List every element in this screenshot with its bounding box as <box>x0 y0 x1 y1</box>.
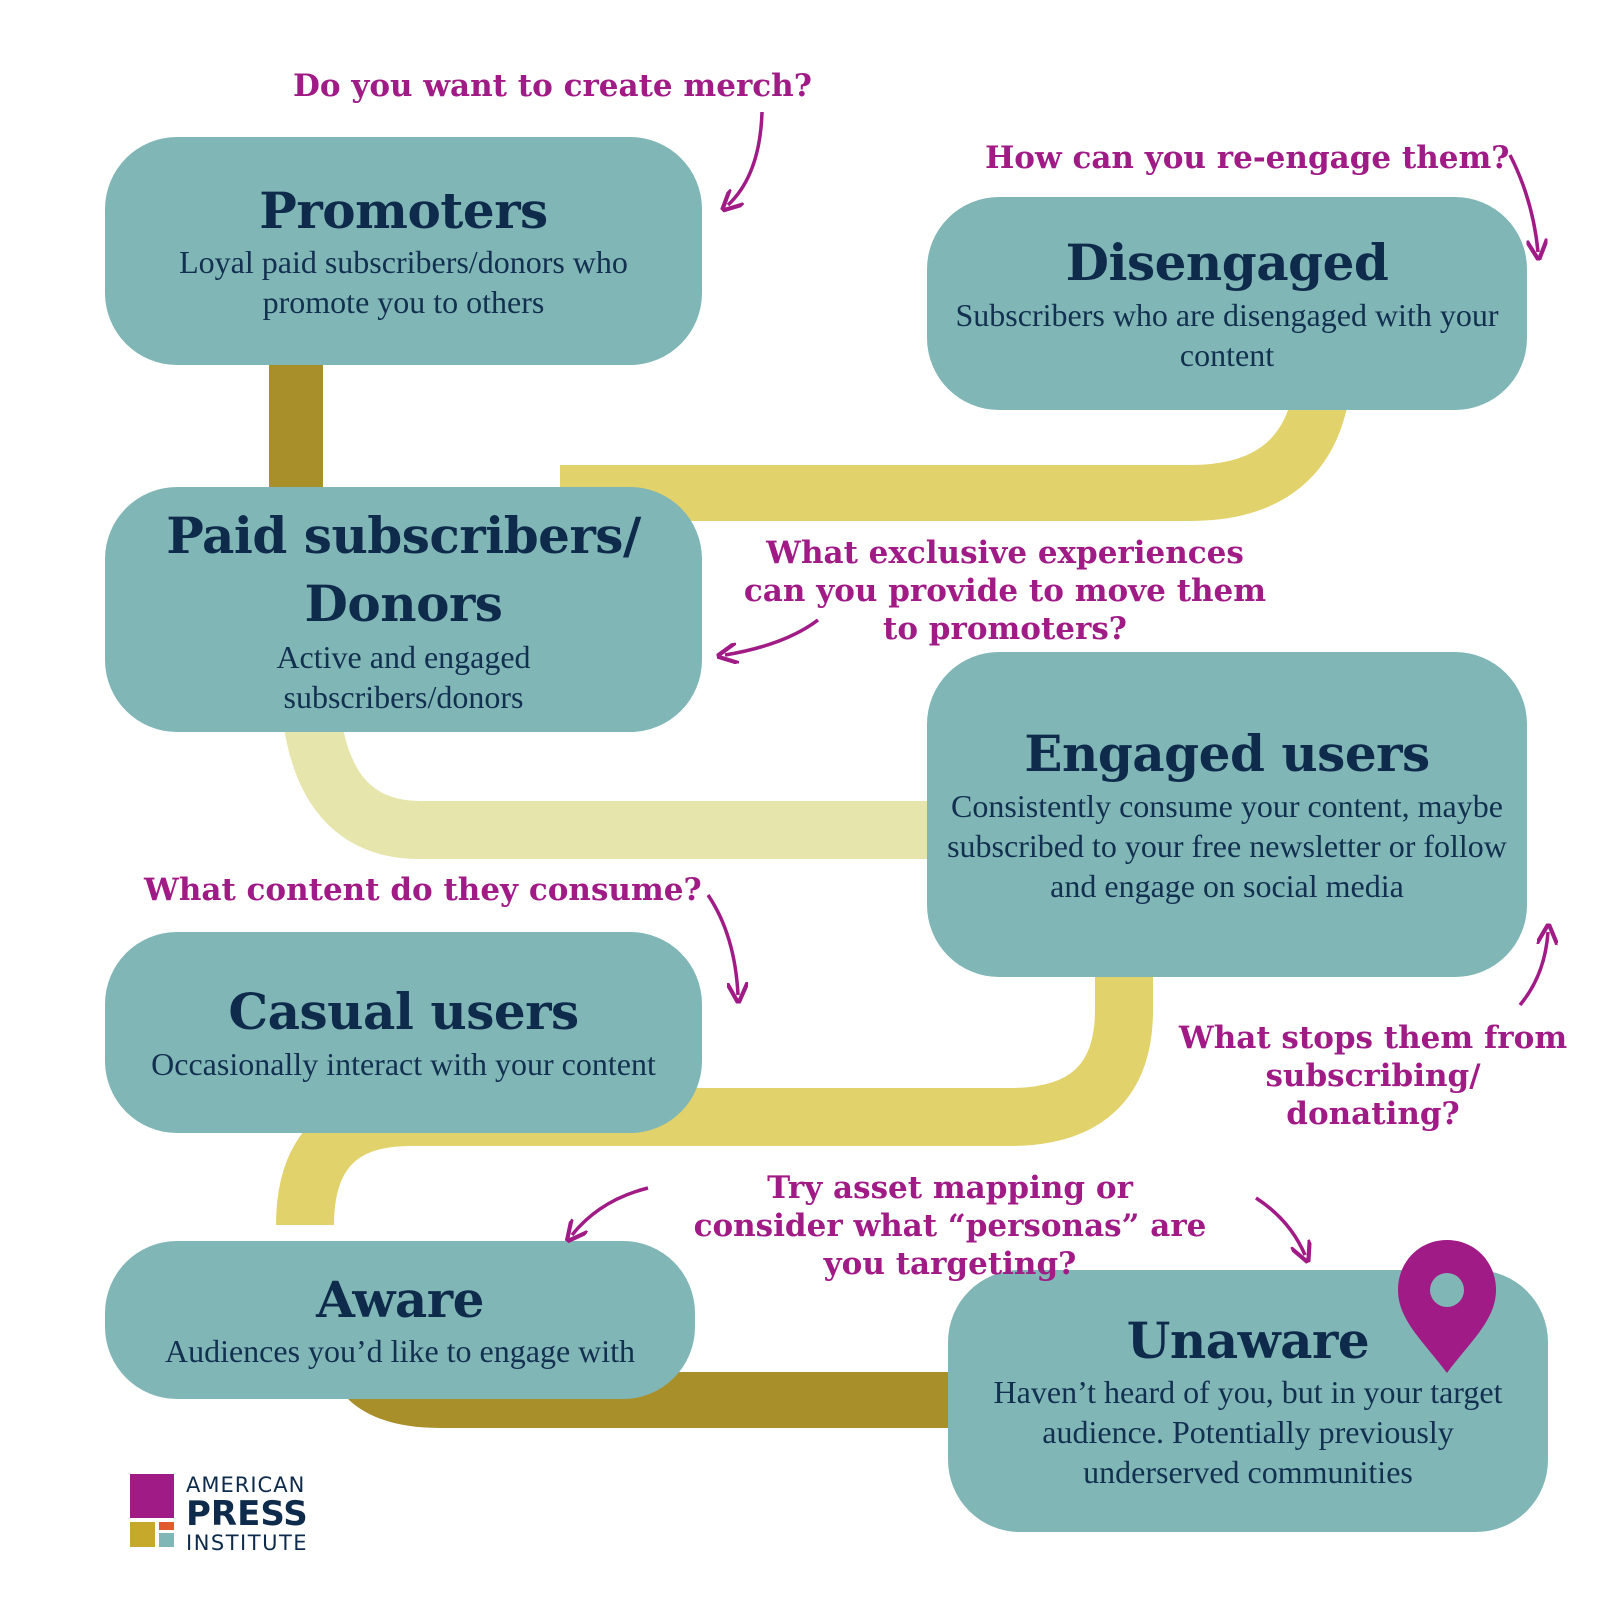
path-engaged-casual <box>276 960 1153 1226</box>
question-asset: Try asset mapping or consider what “pers… <box>693 1170 1207 1282</box>
stage-title: Casual users <box>228 982 579 1042</box>
stage-title: Unaware <box>1126 1310 1370 1370</box>
logo-line-institute: INSTITUTE <box>186 1531 309 1555</box>
stage-title: Disengaged <box>1065 233 1389 293</box>
stage-unaware: Unaware Haven’t heard of you, but in you… <box>948 1270 1548 1532</box>
question-merch: Do you want to create merch? <box>293 68 812 104</box>
stage-promoters: Promoters Loyal paid subscribers/donors … <box>105 137 702 365</box>
stage-aware: Aware Audiences you’d like to engage wit… <box>105 1241 695 1399</box>
stage-title: Engaged users <box>1024 724 1430 784</box>
logo-mark-icon <box>130 1474 174 1547</box>
stage-paid: Paid subscribers/ Donors Active and enga… <box>105 487 702 732</box>
stage-title: Paid subscribers/ Donors <box>166 506 641 633</box>
stage-description: Consistently consume your content, maybe… <box>947 787 1507 904</box>
stage-casual: Casual users Occasionally interact with … <box>105 932 702 1133</box>
stage-title: Promoters <box>259 180 548 240</box>
stage-description: Audiences you’d like to engage with <box>164 1333 636 1370</box>
stage-description: Loyal paid subscribers/donors who promot… <box>179 244 628 321</box>
question-stops: What stops them from subscribing/ donati… <box>1178 1020 1568 1132</box>
logo-line-american: AMERICAN <box>186 1473 306 1497</box>
stage-engaged: Engaged users Consistently consume your … <box>927 652 1527 977</box>
stage-description: Occasionally interact with your content <box>151 1045 656 1082</box>
stage-disengaged: Disengaged Subscribers who are disengage… <box>927 197 1527 410</box>
stage-description: Subscribers who are disengaged with your… <box>955 296 1499 373</box>
question-content: What content do they consume? <box>144 872 702 908</box>
logo-text: AMERICAN PRESS INSTITUTE <box>186 1474 308 1554</box>
stage-description: Active and engaged subscribers/donors <box>276 639 531 715</box>
logo-line-press: PRESS <box>186 1494 308 1534</box>
stage-title: Aware <box>316 1269 484 1329</box>
stage-description: Haven’t heard of you, but in your target… <box>993 1374 1503 1491</box>
path-paid-disengaged <box>559 393 1348 521</box>
path-paid-engaged <box>281 697 940 859</box>
american-press-institute-logo: AMERICAN PRESS INSTITUTE <box>130 1474 330 1554</box>
question-reengage: How can you re-engage them? <box>985 140 1510 176</box>
question-exclusive: What exclusive experiences can you provi… <box>743 535 1267 647</box>
